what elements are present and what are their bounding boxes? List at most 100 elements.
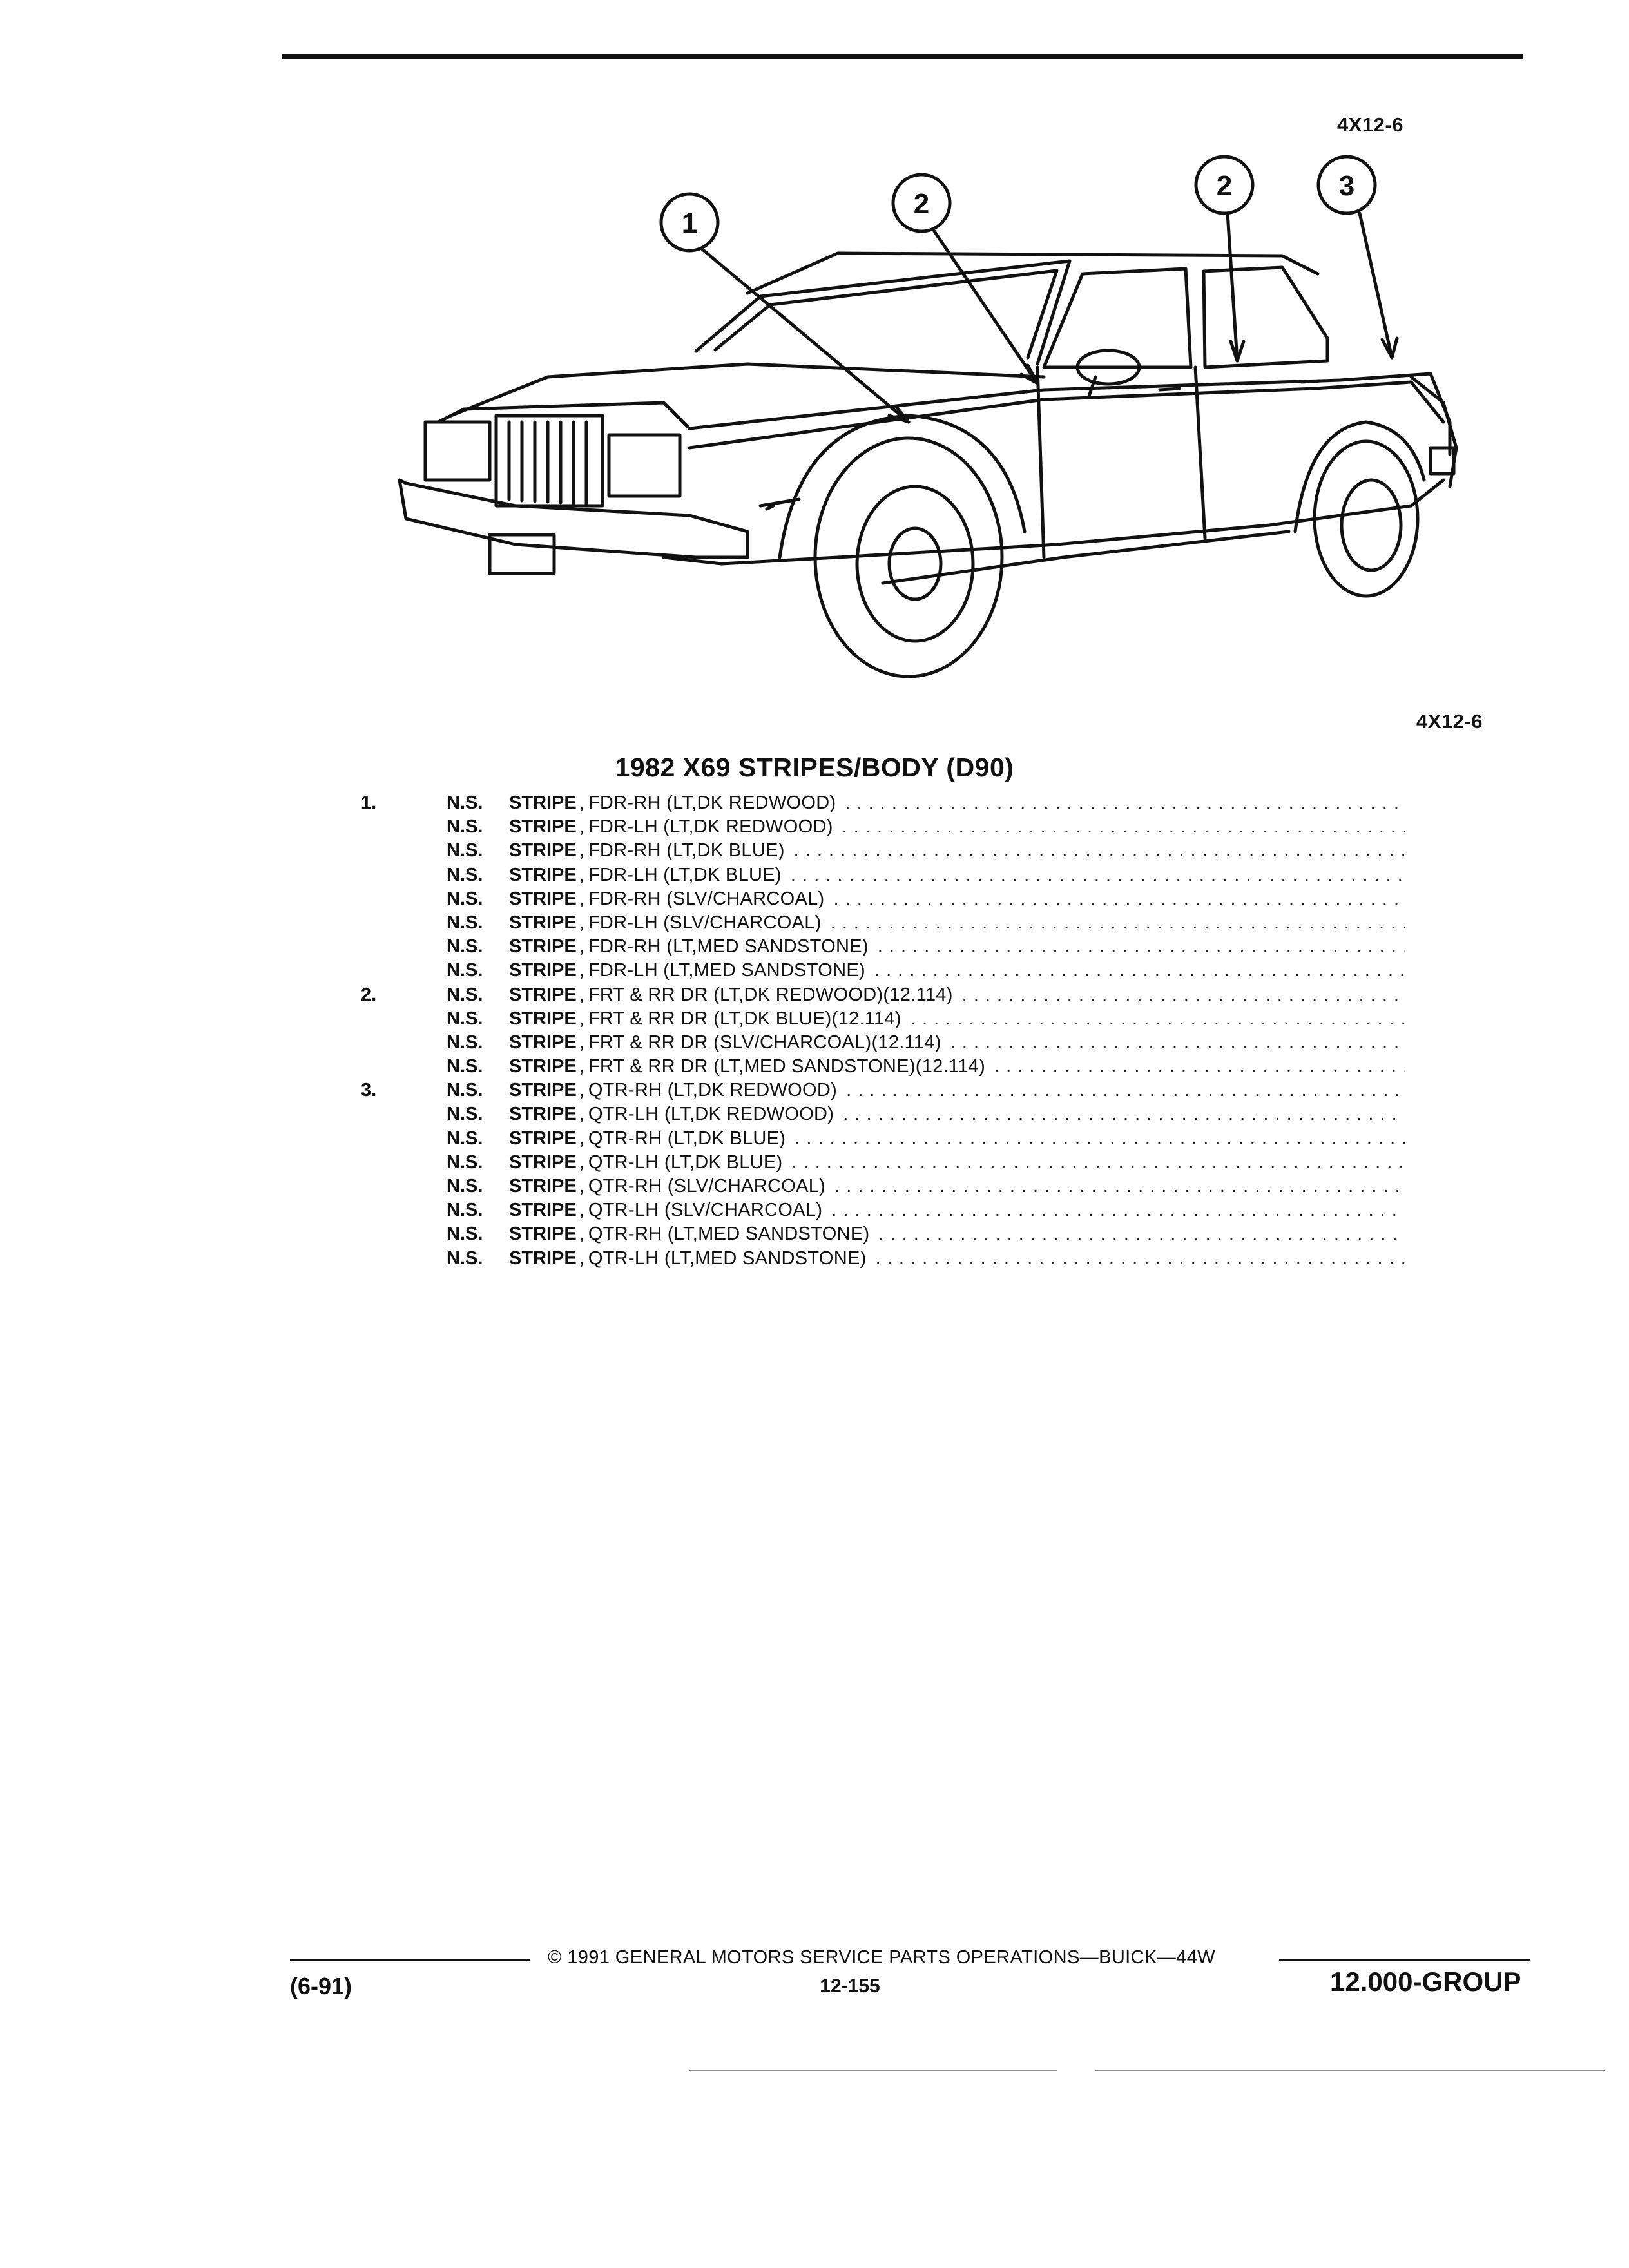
part-row: N.S.STRIPE,QTR-LH (LT,DK REDWOOD) [361,1104,1405,1128]
part-description: FRT & RR DR (SLV/CHARCOAL)(12.114) [588,1032,941,1053]
dot-leader [911,1008,1405,1030]
dot-leader [876,1248,1405,1269]
scan-artifact-line [689,2070,1057,2071]
figure-code-bottom: 4X12-6 [1416,710,1483,733]
callout-2-rear: 2 [1194,155,1255,363]
ns-code: N.S. [447,864,483,885]
part-description: QTR-RH (LT,DK BLUE) [588,1128,786,1149]
part-description: FDR-LH (SLV/CHARCOAL) [588,912,822,933]
part-row: N.S.STRIPE,FDR-LH (SLV/CHARCOAL) [361,912,1405,936]
part-row: N.S.STRIPE,FDR-RH (LT,MED SANDSTONE) [361,936,1405,960]
part-description: FDR-LH (LT,MED SANDSTONE) [588,960,865,981]
part-noun: STRIPE [509,1151,577,1173]
ns-code: N.S. [447,1128,483,1149]
ns-code: N.S. [447,1032,483,1053]
part-description: QTR-LH (SLV/CHARCOAL) [588,1200,823,1221]
dot-leader [874,960,1405,981]
windshield [694,259,1072,366]
ns-code: N.S. [447,816,483,838]
part-noun: STRIPE [509,1224,577,1245]
part-row: 3.N.S.STRIPE,QTR-RH (LT,DK REDWOOD) [361,1080,1405,1104]
rocker-line [881,530,1291,585]
dot-leader [878,1224,1405,1245]
part-description: FDR-RH (LT,DK REDWOOD) [588,793,836,813]
left-headlight [423,420,492,482]
part-noun: STRIPE [509,1128,577,1149]
ns-code: N.S. [447,1056,483,1077]
part-noun: STRIPE [509,912,577,933]
part-row: N.S.STRIPE,QTR-LH (SLV/CHARCOAL) [361,1200,1405,1224]
rear-wheel-arch [1293,420,1426,533]
part-noun: STRIPE [509,1200,577,1221]
dot-leader [950,1032,1405,1053]
dot-leader [843,1104,1405,1125]
part-noun: STRIPE [509,864,577,885]
part-description: QTR-RH (LT,MED SANDSTONE) [588,1224,870,1245]
hood-front [436,401,691,430]
part-noun: STRIPE [509,1032,577,1053]
part-noun: STRIPE [509,1056,577,1077]
svg-text:2: 2 [914,188,929,220]
car-illustration: 1 2 2 3 [398,155,1458,678]
footer-rule-left [290,1959,530,1961]
part-description: FDR-RH (SLV/CHARCOAL) [588,888,825,909]
door-seam-front [1036,365,1046,559]
ns-code: N.S. [447,984,483,1005]
roof-outline [746,251,1320,295]
part-description: QTR-LH (LT,DK REDWOOD) [588,1104,834,1125]
lower-body [662,478,1445,566]
part-description: QTR-LH (LT,MED SANDSTONE) [588,1247,867,1269]
part-row: N.S.STRIPE,FRT & RR DR (SLV/CHARCOAL)(12… [361,1032,1405,1056]
page-number: 12-155 [820,1975,880,1997]
front-wheel-arch [778,414,1027,559]
ns-code: N.S. [447,793,483,813]
part-row: N.S.STRIPE,QTR-RH (LT,MED SANDSTONE) [361,1224,1405,1247]
dot-leader [842,816,1405,838]
part-noun: STRIPE [509,840,577,861]
footer-rule-right [1279,1959,1530,1961]
group-number: 12.000-GROUP [1330,1966,1521,1997]
part-noun: STRIPE [509,1080,577,1101]
svg-text:3: 3 [1339,170,1354,202]
parts-list: 1.N.S.STRIPE,FDR-RH (LT,DK REDWOOD) N.S.… [361,793,1405,1272]
figure-code-top: 4X12-6 [1337,113,1403,136]
top-rule [282,54,1523,59]
part-noun: STRIPE [509,936,577,957]
part-row: N.S.STRIPE,FDR-RH (LT,DK BLUE) [361,840,1405,864]
part-row: N.S.STRIPE,QTR-RH (SLV/CHARCOAL) [361,1176,1405,1200]
part-noun: STRIPE [509,1008,577,1029]
part-row: N.S.STRIPE,FRT & RR DR (LT,DK BLUE)(12.1… [361,1008,1405,1032]
ns-code: N.S. [447,888,483,909]
dot-leader [791,1152,1405,1173]
part-noun: STRIPE [509,1247,577,1269]
ns-code: N.S. [447,1247,483,1269]
dot-leader [878,936,1405,957]
svg-text:2: 2 [1217,170,1232,202]
dot-leader [791,865,1405,886]
door-seam-rear [1193,365,1207,540]
dot-leader [795,1128,1405,1149]
callout-3: 3 [1316,155,1399,360]
side-mirror [1075,349,1141,386]
part-noun: STRIPE [509,793,577,813]
hood-outline [449,362,1046,418]
scan-artifact-line [1095,2070,1605,2071]
dot-leader [845,793,1405,814]
part-noun: STRIPE [509,816,577,838]
front-wheel [813,436,1004,678]
part-row: N.S.STRIPE,FDR-LH (LT,DK REDWOOD) [361,816,1405,840]
dot-leader [831,1200,1405,1221]
part-description: FRT & RR DR (LT,MED SANDSTONE)(12.114) [588,1056,986,1077]
windshield-inner [713,269,1059,360]
part-description: FRT & RR DR (LT,DK BLUE)(12.114) [588,1008,901,1029]
dot-leader [834,1176,1405,1197]
part-noun: STRIPE [509,888,577,909]
part-noun: STRIPE [509,984,577,1005]
part-row: N.S.STRIPE,FRT & RR DR (LT,MED SANDSTONE… [361,1056,1405,1080]
part-row: N.S.STRIPE,QTR-RH (LT,DK BLUE) [361,1128,1405,1152]
right-headlight [607,433,682,498]
part-description: FDR-LH (LT,DK BLUE) [588,864,782,885]
ref-number: 3. [361,1080,377,1101]
ns-code: N.S. [447,960,483,981]
dot-leader [831,912,1405,934]
